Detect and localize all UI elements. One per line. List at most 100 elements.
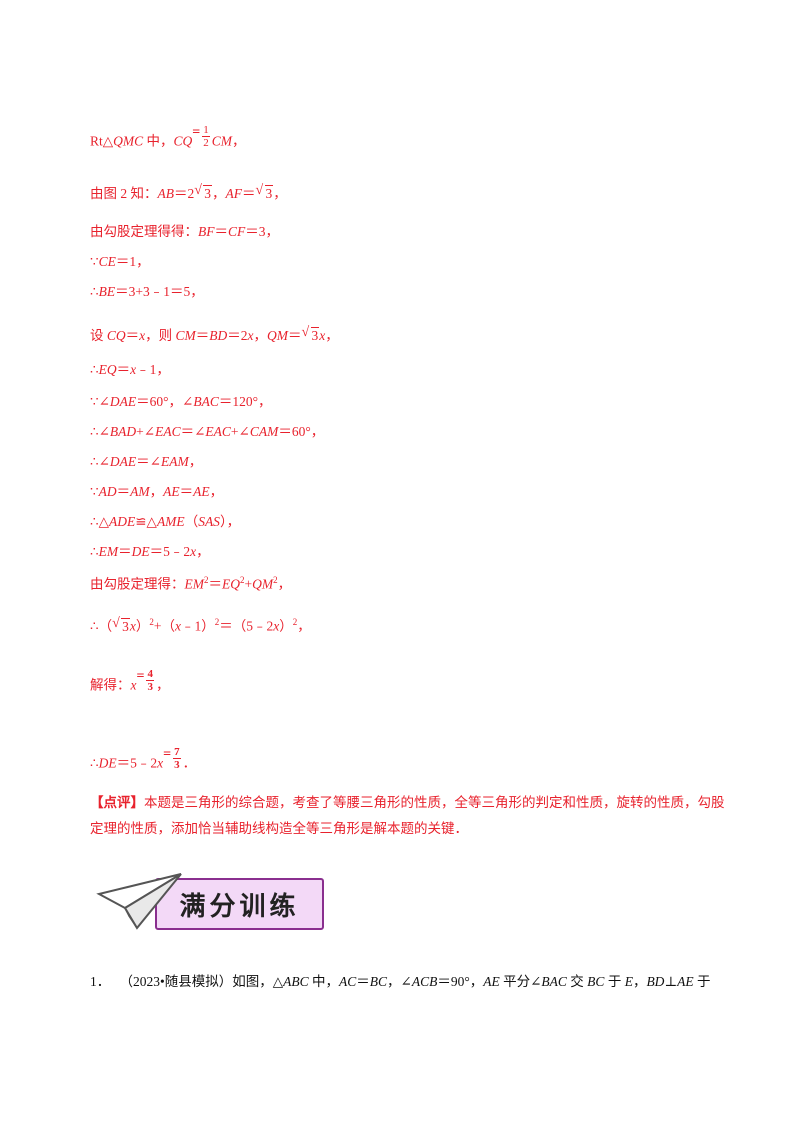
text: ＝1， <box>115 254 150 269</box>
text: EAC <box>155 424 181 439</box>
text: ， <box>632 974 647 989</box>
text: CF <box>228 224 246 239</box>
text: x <box>139 328 146 343</box>
text: 于 <box>604 974 625 989</box>
solution-line-3: 由勾股定理得得：BF＝CF＝3， <box>90 222 279 242</box>
text: Rt△ <box>90 133 114 149</box>
exponent: 2 <box>204 575 209 585</box>
text: ＝∠ <box>180 424 206 439</box>
text: BAC <box>193 394 219 409</box>
text: （2023•随县模拟）如图，△ <box>126 974 284 989</box>
text: +∠ <box>136 424 156 439</box>
sqrt-sign: √ <box>194 183 202 198</box>
text: CM <box>175 328 196 343</box>
exponent: 2 <box>292 617 298 627</box>
solution-line-2: 由图 2 知：AB＝2√3，AF＝√3， <box>90 183 287 204</box>
sqrt-sign: √ <box>255 183 264 198</box>
radicand: 3 <box>203 185 212 201</box>
text: ＝3， <box>245 224 280 239</box>
text: ） <box>279 618 293 634</box>
text: ＝ <box>125 328 140 343</box>
text: 由勾股定理得： <box>90 576 185 592</box>
text: ∴ <box>90 284 99 299</box>
text: ＝（5﹣2 <box>219 618 274 634</box>
text: ， <box>188 454 203 469</box>
text: x <box>157 755 164 771</box>
text: x <box>174 618 181 634</box>
text: ． <box>182 755 197 771</box>
equals-sign: = <box>136 668 145 684</box>
text: ＝ <box>116 362 131 377</box>
paper-plane-icon <box>96 873 182 930</box>
radicand: 3 <box>121 617 130 634</box>
exponent: 2 <box>273 575 278 585</box>
text: ＝60°，∠ <box>136 394 194 409</box>
banner-box: 满分训练 <box>155 878 324 930</box>
text: （ <box>184 514 199 529</box>
sqrt: √3 <box>194 183 212 204</box>
text: ， <box>212 186 226 201</box>
text: x <box>319 328 326 343</box>
denominator: 2 <box>203 137 209 149</box>
text: ∵∠ <box>90 394 110 409</box>
text: ＝ <box>118 544 132 559</box>
text: E <box>624 974 633 989</box>
text: EAC <box>205 424 231 439</box>
text: ∴（ <box>90 618 113 634</box>
text: AC <box>338 974 357 989</box>
text: 交 <box>566 974 588 989</box>
solution-line-14: 由勾股定理得：EM2＝EQ2+QM2， <box>90 570 291 595</box>
text: ＝ <box>208 576 223 592</box>
text: ∴ <box>90 755 99 771</box>
text: BC <box>369 974 388 989</box>
text: 于 <box>693 974 711 989</box>
exponent: 2 <box>149 617 154 627</box>
text: ，∠ <box>387 974 412 989</box>
denominator: 3 <box>147 681 153 693</box>
text: EAM <box>160 454 189 469</box>
text: 平分∠ <box>499 974 542 989</box>
text: ， <box>325 328 339 343</box>
text: AE <box>163 484 180 499</box>
text: ，则 <box>145 328 176 343</box>
text: ＝ <box>116 484 131 499</box>
sqrt-sign: √ <box>112 615 120 631</box>
text: ADE <box>108 514 136 529</box>
text: ∴ <box>90 544 99 559</box>
text: BE <box>98 284 116 299</box>
solution-line-15: ∴（√3x）2+（x﹣1）2＝（5﹣2x）2， <box>90 612 311 637</box>
exponent: 2 <box>240 575 245 585</box>
solution-line-4: ∵CE＝1， <box>90 252 150 272</box>
text: ⊥ <box>664 974 678 989</box>
section-banner: 满分训练 <box>95 868 330 938</box>
denominator: 3 <box>174 759 180 771</box>
text: BD <box>209 328 228 343</box>
text: 中， <box>143 133 174 149</box>
text: +∠ <box>230 424 250 439</box>
text: AB <box>157 186 175 201</box>
text: ＝ <box>356 974 370 989</box>
text: DE <box>131 544 150 559</box>
equals-sign: = <box>192 124 201 140</box>
numerator: 7 <box>173 746 181 759</box>
radicand: 3 <box>310 327 320 343</box>
text: ＝2 <box>174 186 195 201</box>
text: ﹣1） <box>180 618 215 634</box>
sqrt: √3 <box>255 183 274 204</box>
question-1: 1．（2023•随县模拟）如图，△ABC 中，AC＝BC，∠ACB＝90°，AE… <box>90 970 711 990</box>
solution-line-13: ∴EM＝DE＝5﹣2x， <box>90 542 210 562</box>
text: ＝3+3﹣1＝5， <box>115 284 204 299</box>
text: ） <box>135 618 150 634</box>
text: ＝60°， <box>278 424 325 439</box>
text: AF <box>225 186 243 201</box>
comment-body: 本题是三角形的综合题，考查了等腰三角形的性质，全等三角形的判定和性质，旋转的性质… <box>90 795 725 836</box>
text: x <box>273 618 280 634</box>
text: ∴△ <box>90 514 109 529</box>
text: CQ <box>106 328 126 343</box>
text: 中， <box>308 974 339 989</box>
text: ＝ <box>288 328 302 343</box>
text: 由图 2 知： <box>90 186 158 201</box>
text: x <box>130 677 137 693</box>
